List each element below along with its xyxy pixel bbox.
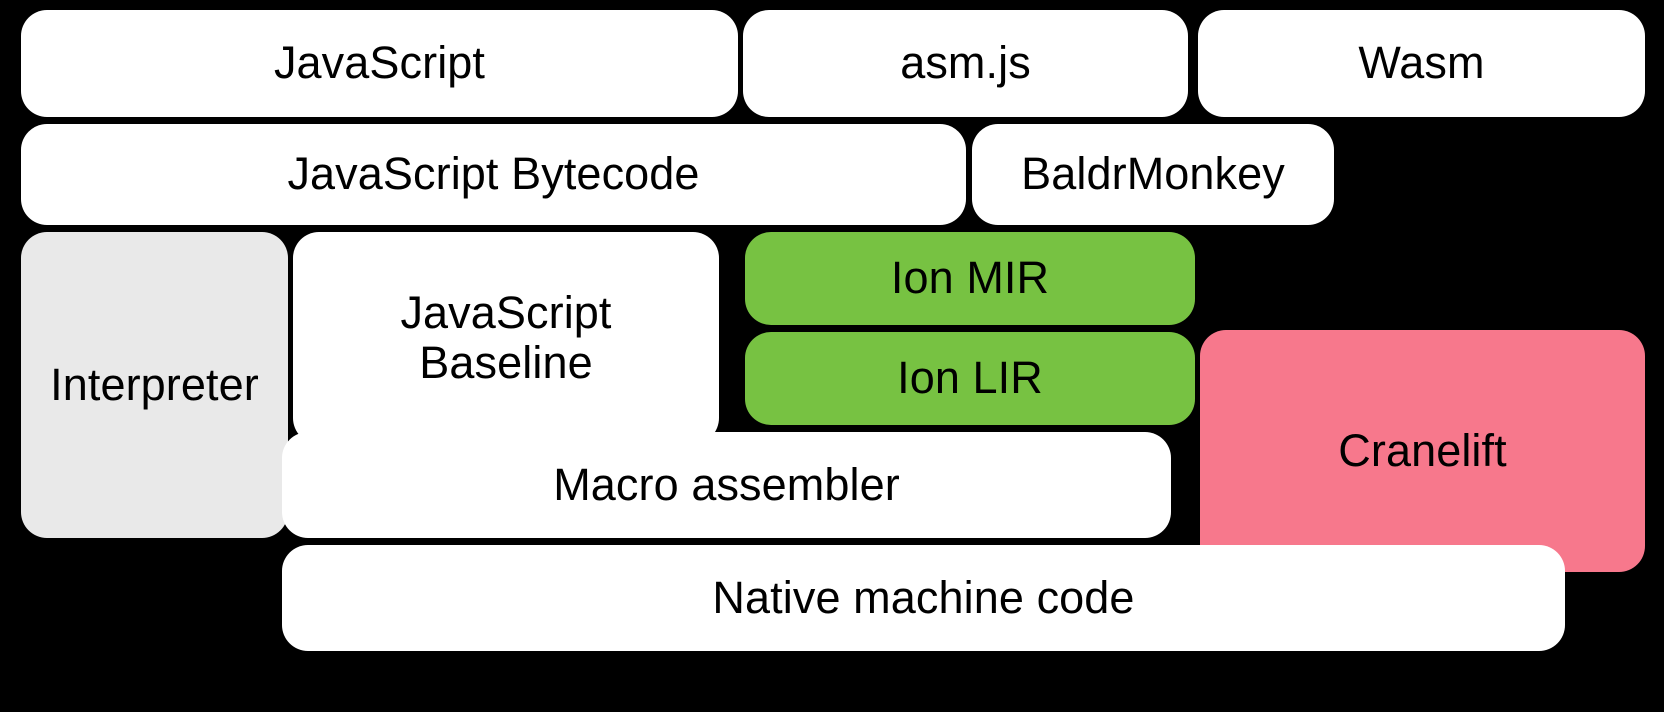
node-baldrmonkey: BaldrMonkey [972, 124, 1334, 225]
node-ion-lir: Ion LIR [745, 332, 1195, 425]
node-javascript: JavaScript [21, 10, 738, 117]
node-ion-mir: Ion MIR [745, 232, 1195, 325]
node-asm-js: asm.js [743, 10, 1188, 117]
node-cranelift: Cranelift [1200, 330, 1645, 572]
node-macro-assembler: Macro assembler [282, 432, 1171, 538]
node-javascript-baseline: JavaScript Baseline [293, 232, 719, 444]
node-interpreter: Interpreter [21, 232, 288, 538]
node-wasm: Wasm [1198, 10, 1645, 117]
node-javascript-bytecode: JavaScript Bytecode [21, 124, 966, 225]
node-native-machine-code: Native machine code [282, 545, 1565, 651]
